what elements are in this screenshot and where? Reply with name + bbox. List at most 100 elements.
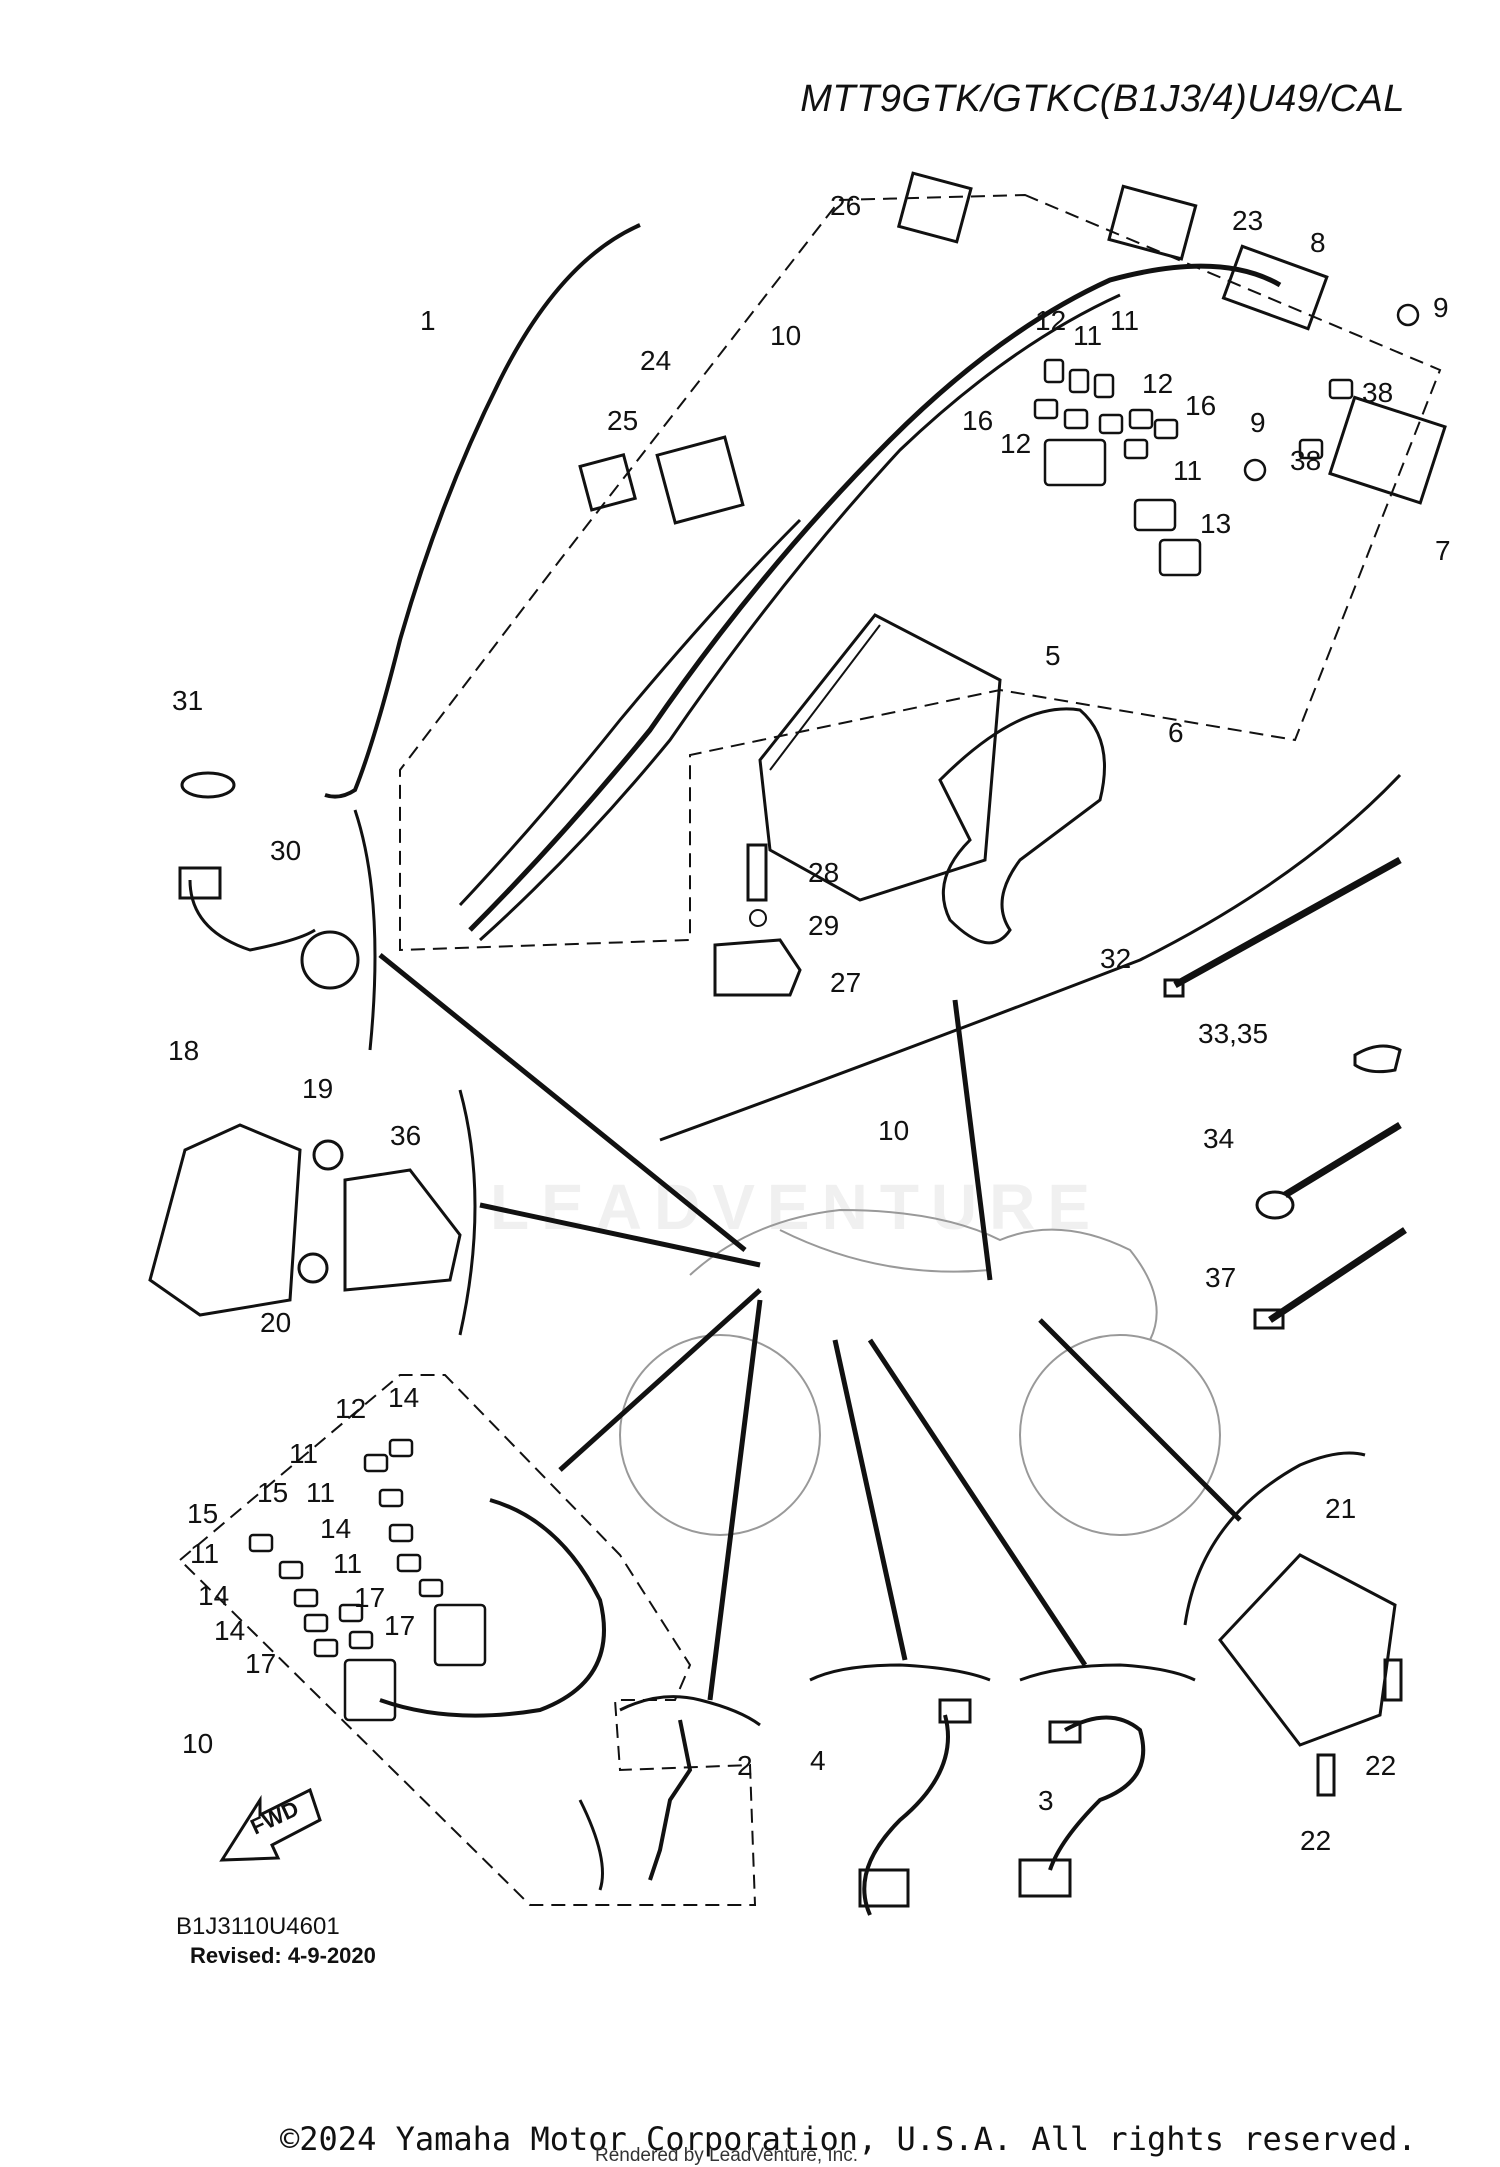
connector-24 (655, 435, 745, 525)
bolt-20 (297, 1252, 329, 1284)
callout-22a: 22 (1365, 1750, 1396, 1781)
callout-22b: 22 (1300, 1825, 1331, 1856)
callout-3: 3 (1038, 1785, 1054, 1816)
battery-cover (938, 707, 1106, 945)
callout-26: 26 (830, 190, 861, 221)
callout-24: 24 (640, 345, 671, 376)
leader-lines (378, 953, 1242, 1701)
callout-9b: 9 (1250, 407, 1266, 438)
callout-8: 8 (1310, 227, 1326, 258)
callout-18: 18 (168, 1035, 199, 1066)
bike-silhouette (619, 1208, 1221, 1536)
sub-harness-1 (324, 223, 641, 799)
callout-23: 23 (1232, 205, 1263, 236)
callout-38a: 38 (1362, 377, 1393, 408)
ecu-bracket-18 (148, 1123, 302, 1317)
grommet-31 (180, 771, 236, 799)
callout-17a: 17 (354, 1582, 385, 1613)
panel-4-arc (809, 1663, 991, 1682)
bolt-22a (1383, 1658, 1403, 1702)
callout-10a: 10 (770, 320, 801, 351)
callout-11g: 11 (333, 1548, 362, 1579)
callout-15b: 15 (257, 1477, 288, 1508)
pad-25 (578, 452, 638, 512)
callout-11d: 11 (289, 1438, 318, 1469)
callout-12a: 12 (1035, 305, 1066, 336)
top-assembly-boundary (399, 193, 1442, 952)
relay-8 (1221, 244, 1329, 331)
bolt-22b (1316, 1753, 1336, 1797)
clip-19 (312, 1139, 344, 1171)
revised-date: Revised: 4-9-2020 (190, 1943, 376, 1968)
ecu-36 (343, 1168, 462, 1292)
callout-15a: 15 (187, 1498, 218, 1529)
regulator-7 (1328, 395, 1447, 505)
callout-11e: 11 (306, 1477, 335, 1508)
small-connectors (248, 1438, 487, 1722)
lower-harness (379, 1498, 606, 1718)
callout-28: 28 (808, 857, 839, 888)
fwd-arrow (219, 1787, 322, 1862)
rendered-by: Rendered by LeadVenture, Inc. (595, 2145, 859, 2166)
callout-12b: 12 (1142, 368, 1173, 399)
callout-19: 19 (302, 1073, 333, 1104)
connector-23 (1107, 184, 1198, 261)
fuse-cluster (1033, 303, 1420, 577)
callout-37: 37 (1205, 1262, 1236, 1293)
panel-21-arc (1183, 1451, 1366, 1626)
callout-16b: 16 (1185, 390, 1216, 421)
main-harness (468, 263, 1282, 932)
battery (758, 613, 1002, 902)
callout-17c: 17 (245, 1648, 276, 1679)
callout-7: 7 (1435, 535, 1451, 566)
socket-30 (188, 879, 316, 952)
callout-10c: 10 (182, 1728, 213, 1759)
callout-36: 36 (390, 1120, 421, 1151)
callout-33-35: 33,35 (1198, 1018, 1268, 1049)
tie-37 (1268, 1227, 1407, 1323)
callout-5: 5 (1045, 640, 1061, 671)
callout-20: 20 (260, 1307, 291, 1338)
callout-11a: 11 (1073, 320, 1102, 351)
callout-12d: 12 (335, 1393, 366, 1424)
copyright: ©2024 Yamaha Motor Corporation, U.S.A. A… (280, 2120, 1417, 2158)
panel-3-arc (1019, 1663, 1196, 1682)
callout-34: 34 (1203, 1123, 1234, 1154)
callout-10b: 10 (878, 1115, 909, 1146)
connector-26 (896, 171, 973, 244)
clamp-33-35 (1353, 1044, 1402, 1074)
callout-25: 25 (607, 405, 638, 436)
sensor-2 (648, 1719, 693, 1881)
callout-29: 29 (808, 910, 839, 941)
left-panel-arc-mid (458, 1089, 477, 1336)
washer-29 (749, 909, 767, 927)
bracket-27 (713, 938, 802, 997)
model-code: MTT9GTK/GTKC(B1J3/4)U49/CAL (800, 78, 1405, 120)
callout-1: 1 (420, 305, 436, 336)
diagram-code: B1J3110U4601 (176, 1913, 340, 1940)
callout-9a: 9 (1433, 292, 1449, 323)
callout-14b: 14 (320, 1513, 351, 1544)
bolt-28 (746, 843, 768, 902)
callout-14c: 14 (198, 1580, 229, 1611)
tie-32 (1173, 856, 1402, 989)
top-panel-arc (659, 773, 1402, 1142)
left-panel-arc-upper (353, 809, 377, 1051)
callout-21: 21 (1325, 1493, 1356, 1524)
callout-17b: 17 (384, 1610, 415, 1641)
panel-2-arc (619, 1695, 761, 1727)
callout-32: 32 (1100, 943, 1131, 974)
callout-31: 31 (172, 685, 203, 716)
sensor-4 (862, 1714, 950, 1916)
callout-27: 27 (830, 967, 861, 998)
callout-4: 4 (810, 1745, 826, 1776)
callout-14a: 14 (388, 1382, 419, 1413)
callout-12c: 12 (1000, 428, 1031, 459)
callout-11c: 11 (1173, 455, 1202, 486)
tie-34 (1283, 1122, 1402, 1198)
callout-16a: 16 (962, 405, 993, 436)
callout-11b: 11 (1110, 305, 1139, 336)
callout-13: 13 (1200, 508, 1231, 539)
callout-30: 30 (270, 835, 301, 866)
